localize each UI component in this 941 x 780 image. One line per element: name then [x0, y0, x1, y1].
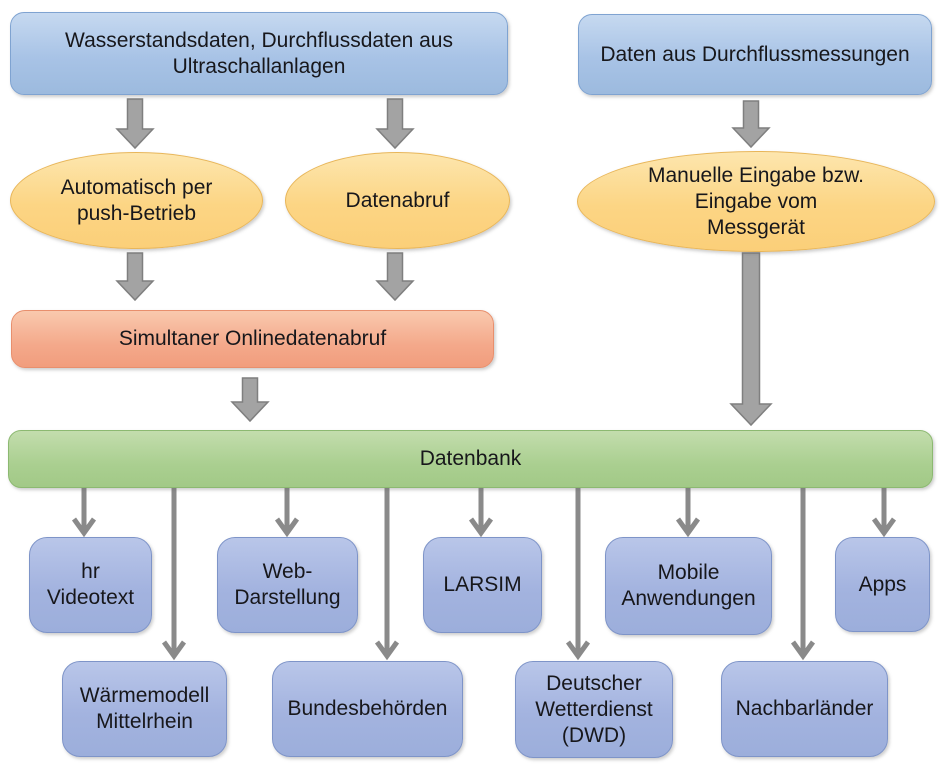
label-line: Ultraschallanlagen — [172, 54, 346, 78]
box-mobile-anwendungen: Mobile Anwendungen — [605, 537, 772, 635]
label-line: Manuelle Eingabe bzw. — [648, 163, 864, 187]
box-deutscher-wetterdienst: Deutscher Wetterdienst (DWD) — [515, 661, 673, 758]
bar-datenbank: Datenbank — [8, 430, 933, 488]
label-line: Daten aus Durchflussmessungen — [600, 42, 910, 66]
box-hr-videotext: hr Videotext — [29, 537, 152, 633]
arrow-datenbank-to-nachbarlaender — [790, 488, 816, 661]
label-line: Apps — [858, 572, 907, 596]
arrow-datenbank-to-bundesbehoerden — [374, 488, 400, 661]
label-line: Mobile — [657, 561, 720, 584]
label-line: Automatisch per — [60, 175, 213, 199]
label-line: Mittelrhein — [96, 710, 193, 733]
box-larsim: LARSIM — [423, 537, 542, 633]
label-line: LARSIM — [443, 573, 522, 596]
arrow-datenbank-to-web-darstellung — [274, 488, 300, 538]
label-line: (DWD) — [561, 723, 627, 747]
label-line: Web- — [262, 560, 313, 583]
label-line: Datenbank — [419, 447, 522, 470]
arrow-datenabruf-to-simultan — [375, 252, 415, 302]
box-waermemodell-mittelrhein: Wärmemodell Mittelrhein — [62, 661, 227, 757]
label-line: Anwendungen — [621, 587, 756, 610]
label-line: Wärmemodell — [79, 684, 210, 707]
label-line: Wetterdienst — [535, 697, 653, 721]
label-line: Eingabe vom — [694, 189, 818, 213]
box-bundesbehoerden: Bundesbehörden — [272, 661, 463, 757]
label-line: Datenabruf — [345, 188, 450, 212]
label-line: Bundesbehörden — [287, 697, 448, 720]
label-line: Deutscher — [546, 671, 642, 695]
label-line: Videotext — [46, 586, 135, 609]
arrow-datenbank-to-waermemodell — [161, 488, 187, 661]
ellipse-automatisch-push: Automatisch per push-Betrieb — [10, 152, 263, 249]
arrow-push-to-simultan — [115, 252, 155, 302]
box-nachbarlaender: Nachbarländer — [721, 661, 888, 757]
arrow-datenbank-to-dwd — [565, 488, 591, 661]
box-simultaner-onlinedatenabruf: Simultaner Onlinedatenabruf — [11, 310, 494, 368]
arrow-durchfluss-to-manuell — [731, 100, 771, 149]
arrow-datenbank-to-larsim — [468, 488, 494, 538]
label-line: Darstellung — [234, 586, 341, 609]
source-box-wasserstandsdaten: Wasserstandsdaten, Durchflussdaten aus U… — [10, 12, 508, 95]
label-line: Simultaner Onlinedatenabruf — [118, 327, 387, 350]
arrow-simultan-to-datenbank — [230, 377, 270, 423]
box-web-darstellung: Web- Darstellung — [217, 537, 358, 633]
ellipse-manuelle-eingabe: Manuelle Eingabe bzw. Eingabe vom Messge… — [577, 151, 935, 252]
label-line: Wasserstandsdaten, Durchflussdaten aus — [65, 28, 453, 52]
arrow-wasserstand-to-datenabruf — [375, 98, 415, 150]
box-apps: Apps — [835, 537, 930, 632]
label-line: push-Betrieb — [76, 201, 197, 225]
arrow-datenbank-to-hr-videotext — [71, 488, 97, 538]
label-line: Nachbarländer — [735, 697, 874, 720]
ellipse-datenabruf: Datenabruf — [285, 152, 510, 249]
arrow-manuell-to-datenbank — [729, 252, 773, 427]
arrow-datenbank-to-apps — [871, 488, 897, 538]
arrow-wasserstand-to-push — [115, 98, 155, 150]
arrow-datenbank-to-mobile — [675, 488, 701, 538]
label-line: hr — [81, 560, 100, 583]
source-box-durchflussmessungen: Daten aus Durchflussmessungen — [578, 14, 932, 95]
label-line: Messgerät — [706, 215, 806, 239]
